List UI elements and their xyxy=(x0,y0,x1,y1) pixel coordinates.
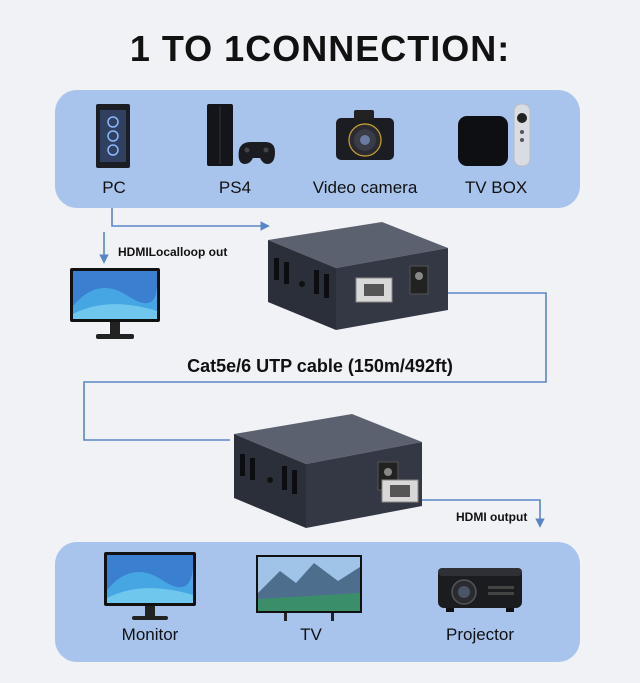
pc-tower-icon xyxy=(96,104,130,168)
monitor-icon xyxy=(104,552,196,620)
source-label-tv-box: TV BOX xyxy=(464,178,528,197)
projector-icon xyxy=(438,568,522,612)
tv-icon xyxy=(256,555,362,621)
page-title: 1 TO 1CONNECTION: xyxy=(129,28,511,69)
display-label-projector: Projector xyxy=(445,625,515,644)
game-console-icon xyxy=(207,104,275,166)
display-label-monitor: Monitor xyxy=(121,625,179,644)
display-label-tv: TV xyxy=(300,625,322,644)
tv-box-icon xyxy=(458,103,531,167)
transmitter-unit xyxy=(268,222,448,330)
source-label-pc: PC xyxy=(102,178,126,197)
hdmi-output-label: HDMI output xyxy=(456,510,528,524)
monitor-icon xyxy=(70,268,160,339)
cable-label: Cat5e/6 UTP cable (150m/492ft) xyxy=(187,356,453,376)
receiver-unit xyxy=(234,414,422,528)
source-label-ps4: PS4 xyxy=(218,178,252,197)
video-camera-icon xyxy=(336,110,394,160)
source-label-video-camera: Video camera xyxy=(312,178,418,197)
loop-out-label: HDMILocalloop out xyxy=(118,245,228,259)
